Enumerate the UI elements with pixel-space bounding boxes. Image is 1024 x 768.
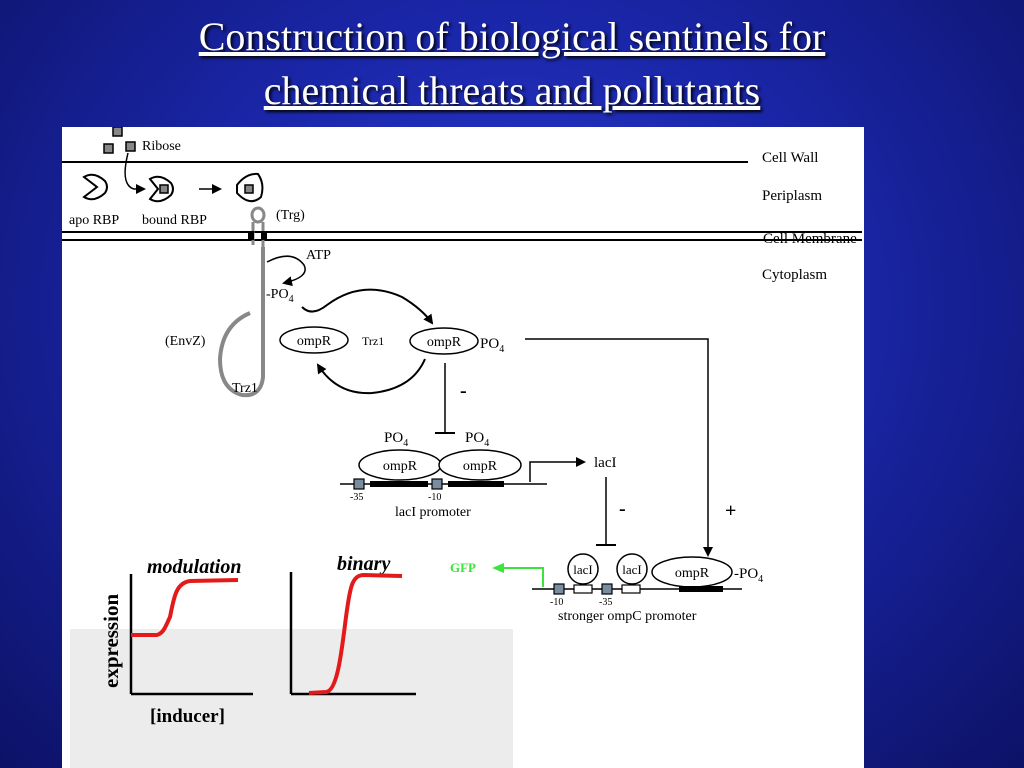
laci-minus35-label: -35 — [350, 492, 363, 503]
trz1-receptor-label: Trz1 — [232, 381, 258, 396]
laci-promoter-label: lacI promoter — [395, 505, 471, 520]
ompr-unphosphorylated-label: ompR — [297, 334, 332, 349]
ompc-operator-1 — [573, 584, 593, 594]
laci-promoter-po4-left: PO4 — [384, 430, 408, 449]
docked-rbp-shape — [236, 172, 264, 203]
binary-label: binary — [337, 553, 390, 575]
cell-membrane-label: Cell Membrane — [763, 231, 857, 247]
envz-po4-label: -PO4 — [266, 287, 294, 305]
expression-axis-label: expression — [99, 594, 123, 688]
modulation-label: modulation — [147, 556, 241, 578]
pathway-diagram: Cell Wall Periplasm Cell Membrane Cytopl… — [62, 127, 862, 727]
title-line-1: Construction of biological sentinels for — [198, 14, 826, 59]
laci-repressor-2-label: lacI — [622, 562, 641, 577]
atp-label: ATP — [306, 248, 331, 263]
ribose-label: Ribose — [142, 139, 181, 154]
ompr-phosphorylated — [409, 327, 479, 355]
minus-sign-1: - — [460, 380, 467, 402]
laci-ompr-left-label: ompR — [383, 459, 418, 474]
cell-wall-label: Cell Wall — [762, 150, 818, 166]
laci-transcription-arrow — [529, 457, 586, 482]
laci-ompr-right — [438, 449, 522, 481]
ompr-phosphorylated-label: ompR — [427, 335, 462, 350]
laci-gene-label: lacI — [594, 455, 616, 471]
gfp-label: GFP — [450, 560, 476, 575]
ribose-binding-arrow — [124, 152, 146, 194]
bound-rbp-label: bound RBP — [142, 213, 207, 228]
envz-label: (EnvZ) — [165, 334, 206, 349]
inducer-axis-label: [inducer] — [150, 706, 225, 727]
ribose-molecules — [103, 127, 136, 154]
dephosphorylation-arrow — [316, 358, 426, 395]
diagram-panel: Cell Wall Periplasm Cell Membrane Cytopl… — [62, 127, 864, 768]
ompr-unphosphorylated — [279, 326, 349, 354]
phosphotransfer-arrow — [301, 288, 434, 325]
laci-ompr-right-label: ompR — [463, 459, 498, 474]
slide-title: Construction of biological sentinels for… — [0, 10, 1024, 118]
ompc-promoter-label: stronger ompC promoter — [558, 609, 697, 624]
atp-arrow — [266, 255, 306, 287]
plus-sign: + — [725, 500, 736, 522]
laci-minus10-label: -10 — [428, 492, 441, 503]
bound-ribose — [159, 184, 169, 194]
title-line-2: chemical threats and pollutants — [263, 68, 761, 113]
ompc-operator-2 — [621, 584, 641, 594]
laci-promoter-po4-right: PO4 — [465, 430, 489, 449]
binary-curve — [308, 572, 403, 695]
ompc-ompr-label: ompR — [675, 566, 710, 581]
gfp-arrow — [492, 563, 544, 587]
laci-repressor-1 — [567, 553, 599, 585]
activation-arrow-ompc — [525, 338, 713, 557]
trz1-cycle-label: Trz1 — [362, 334, 384, 348]
envz-domain — [217, 247, 265, 398]
cytoplasm-label: Cytoplasm — [762, 267, 827, 283]
periplasm-label: Periplasm — [762, 188, 822, 204]
ompc-box-10 — [553, 583, 565, 595]
laci-operator-1 — [370, 481, 428, 487]
apo-rbp-label: apo RBP — [69, 213, 119, 228]
ompc-ompr-site — [679, 586, 723, 592]
laci-repressor-1-label: lacI — [573, 562, 592, 577]
ompc-po4-label: -PO4 — [734, 566, 763, 585]
ompc-minus10-label: -10 — [550, 597, 563, 608]
trz1-receptor — [248, 206, 267, 247]
apo-rbp-shape — [82, 173, 108, 201]
ompc-box-35 — [601, 583, 613, 595]
laci-operator-2 — [448, 481, 504, 487]
minus-sign-2: - — [619, 498, 626, 520]
laci-repressor-2 — [616, 553, 648, 585]
ompc-minus35-label: -35 — [599, 597, 612, 608]
laci-box-35 — [353, 478, 365, 490]
laci-box-10 — [431, 478, 443, 490]
ompr-po4-label: PO4 — [480, 336, 504, 355]
trg-label: (Trg) — [276, 208, 305, 223]
bound-rbp-shape — [148, 175, 174, 203]
docked-ribose — [244, 184, 254, 194]
modulation-curve — [131, 578, 239, 637]
